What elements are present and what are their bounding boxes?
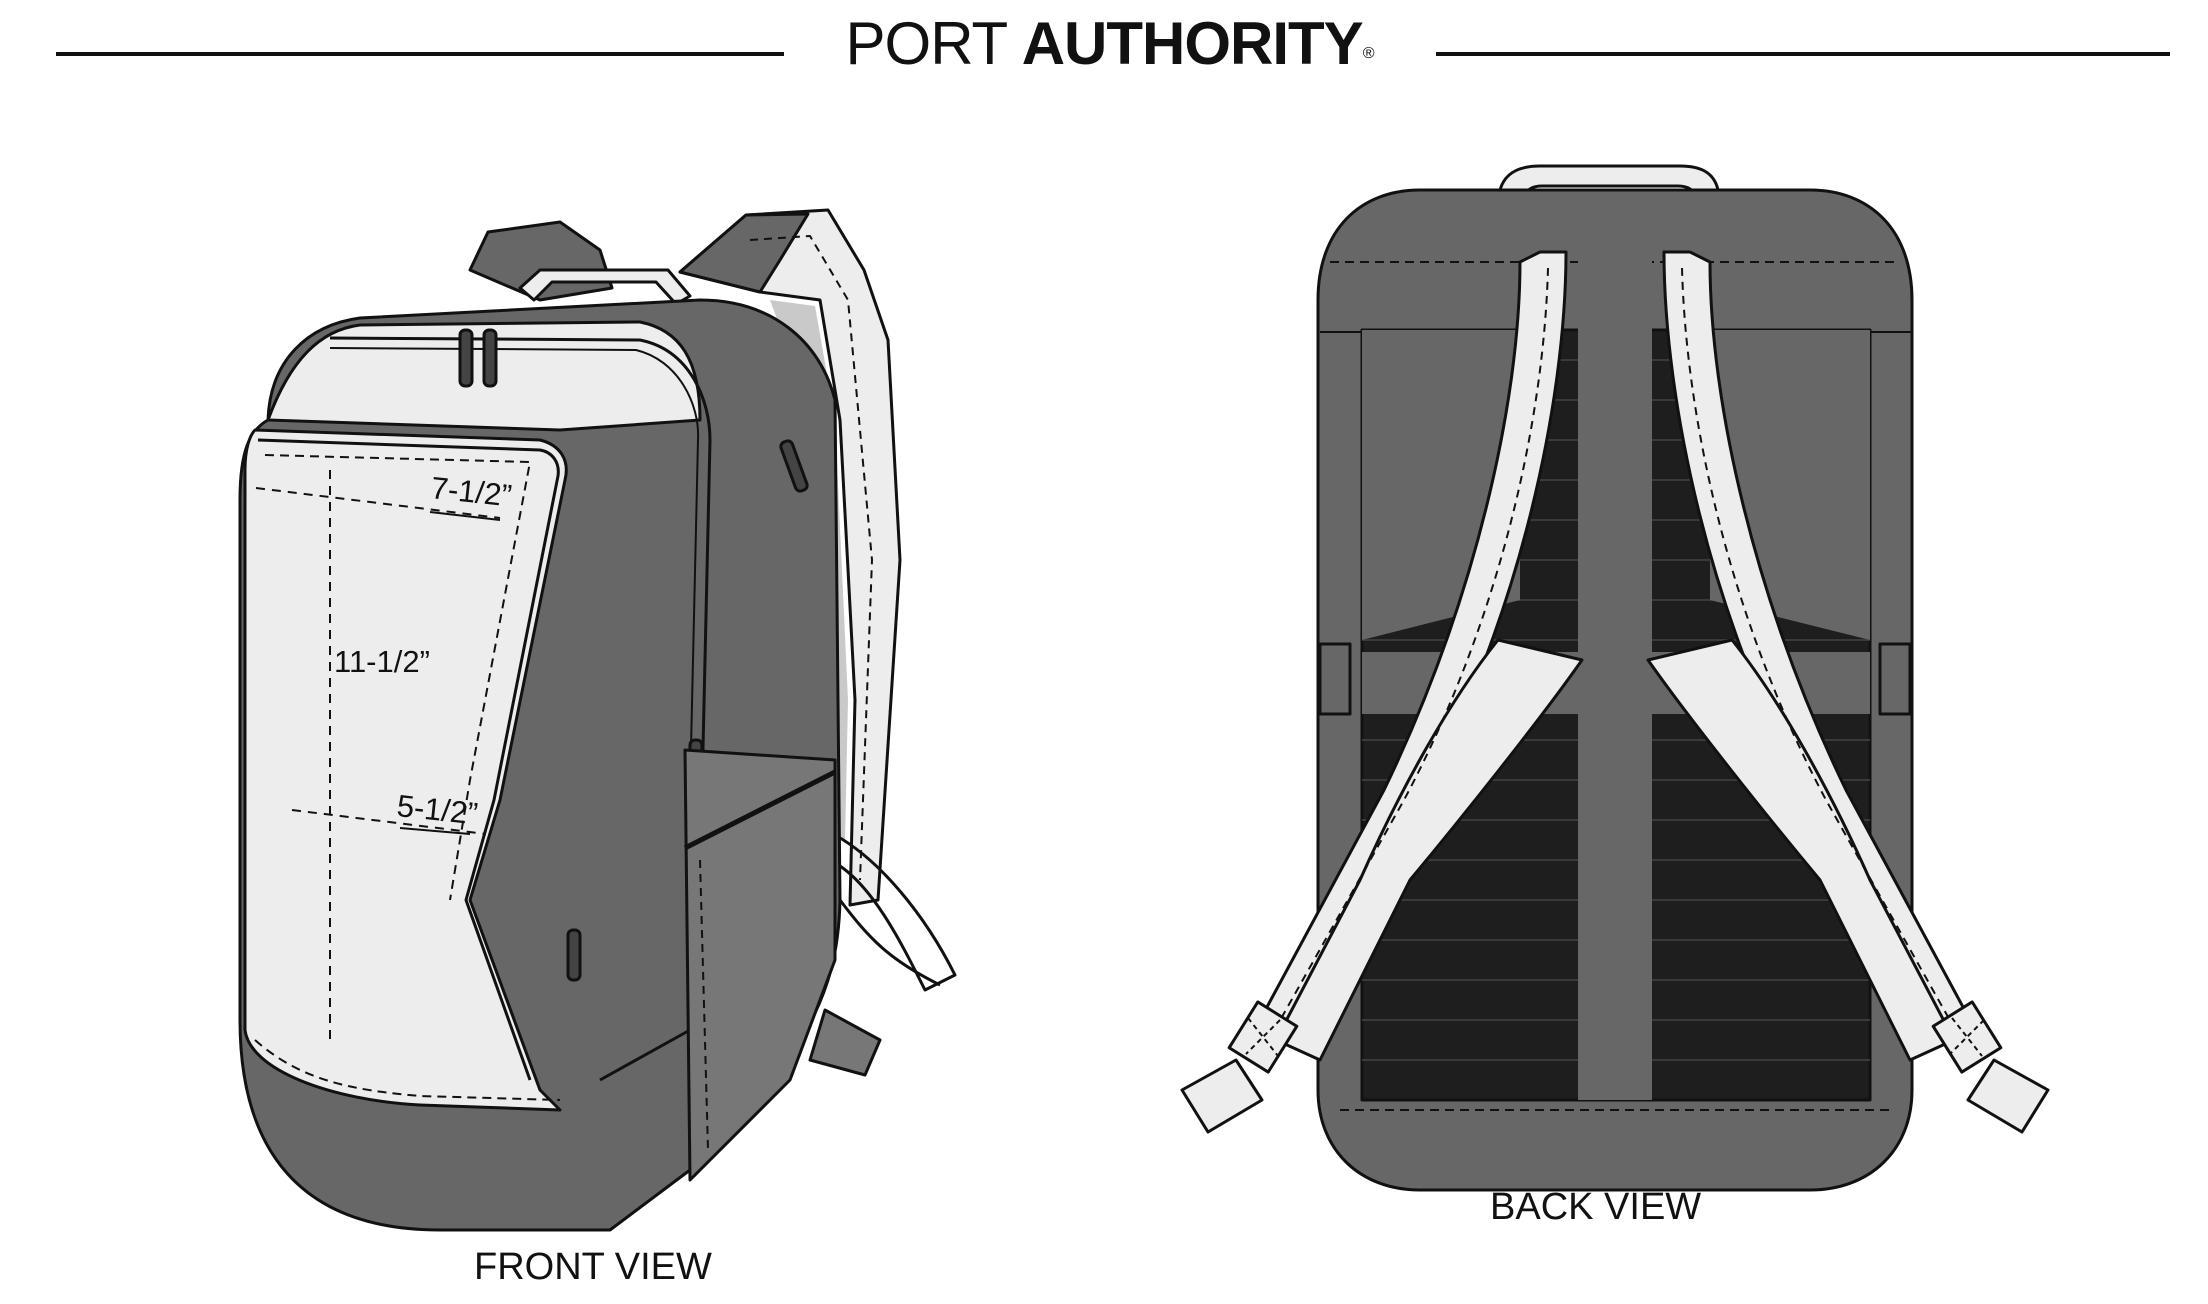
dimension-height-label: 11-1/2” <box>334 644 430 679</box>
back-side-tab-left <box>1318 642 1352 716</box>
back-view-drawing <box>1180 164 2050 1192</box>
strap-anchor-right <box>1931 1000 2003 1074</box>
front-strap-loop-2 <box>838 899 941 987</box>
strap-buckle-left <box>1180 1058 1264 1134</box>
brand-logo-bold: AUTHORITY <box>1021 10 1364 77</box>
dimension-depth-label: 5-1/2” <box>395 788 479 831</box>
front-side-tab <box>808 1008 882 1077</box>
brand-logo-light: PORT <box>845 10 1008 77</box>
anchor-stitching <box>1245 1017 1985 1057</box>
back-strap-right-wide <box>1646 638 1956 1062</box>
measurement-guides <box>255 470 501 1040</box>
back-strap-left-stitch <box>1277 267 1549 1025</box>
width-underline <box>429 511 501 521</box>
header-rule-left <box>56 52 784 56</box>
side-pocket-stitch <box>699 859 709 1151</box>
strap-buckle-right <box>1966 1058 2050 1134</box>
back-strap-left-wide <box>1274 638 1584 1062</box>
side-mesh-pocket <box>683 748 837 1182</box>
top-zipper <box>329 336 712 1082</box>
strap-anchor-left <box>1227 1000 1299 1074</box>
front-view-label: FRONT VIEW <box>474 1246 712 1288</box>
brand-logo: PORT AUTHORITY® <box>820 8 1400 90</box>
front-panel <box>243 428 568 1112</box>
header-rule-right <box>1436 52 2170 56</box>
registered-mark: ® <box>1362 45 1375 62</box>
front-view-drawing <box>238 208 957 1232</box>
back-view-label: BACK VIEW <box>1490 1186 1702 1228</box>
front-panel-zipper <box>257 438 560 1081</box>
front-panel-stitch <box>264 454 531 901</box>
side-pocket-opening <box>683 769 837 851</box>
back-strap-right-stitch <box>1681 267 1953 1025</box>
depth-underline <box>399 827 471 835</box>
top-zipper-inner <box>329 347 700 881</box>
front-far-strap <box>678 208 902 907</box>
front-bottom-stitch <box>254 1039 561 1101</box>
front-strap-loop <box>829 833 957 992</box>
back-side-tab-right <box>1878 642 1912 716</box>
dimension-width-label: 7-1/2” <box>429 470 513 513</box>
